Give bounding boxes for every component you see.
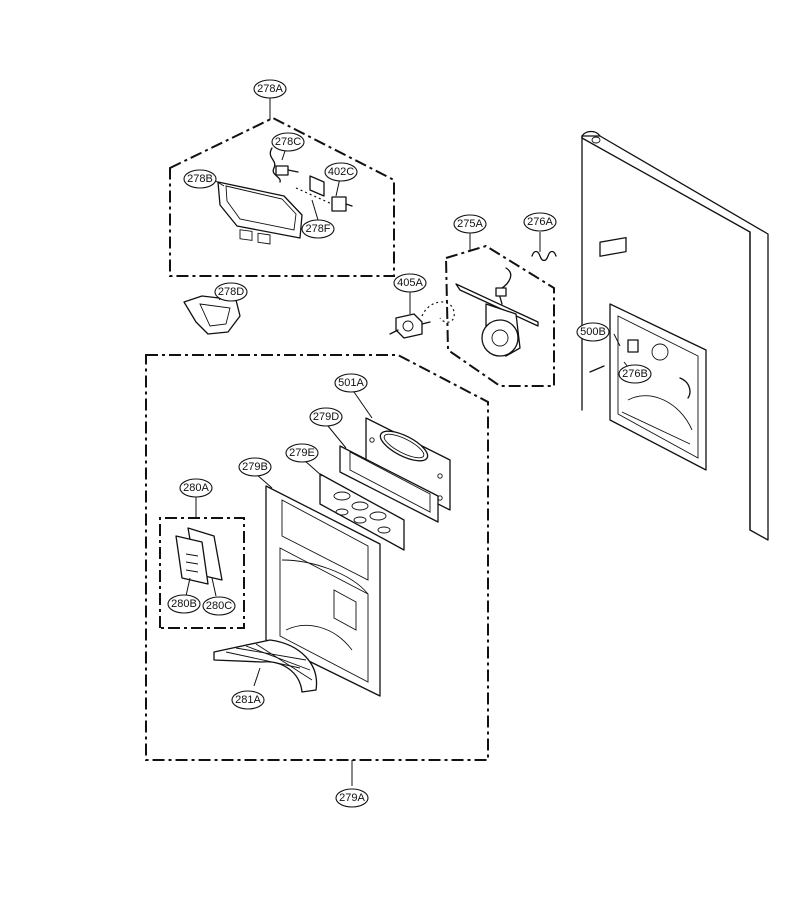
svg-text:278C: 278C xyxy=(275,136,301,148)
callout-501A: 501A xyxy=(334,373,368,393)
callout-276B: 276B xyxy=(618,364,652,384)
part-278C-switch xyxy=(269,147,299,183)
svg-text:501A: 501A xyxy=(338,377,364,389)
callout-500B: 500B xyxy=(576,322,610,342)
svg-text:279D: 279D xyxy=(313,411,339,423)
callout-279D: 279D xyxy=(309,407,343,427)
callout-279E: 279E xyxy=(285,443,319,463)
group-280A-frame xyxy=(159,496,245,629)
svg-text:278F: 278F xyxy=(305,223,330,235)
svg-text:276A: 276A xyxy=(527,216,553,228)
svg-text:279E: 279E xyxy=(289,447,315,459)
svg-text:279A: 279A xyxy=(339,792,365,804)
part-402C xyxy=(295,175,353,212)
callout-280C: 280C xyxy=(202,596,236,616)
svg-text:280A: 280A xyxy=(183,482,209,494)
svg-text:276B: 276B xyxy=(622,368,648,380)
part-405A-solenoid xyxy=(389,292,455,339)
part-280A-lever xyxy=(175,527,223,597)
callout-405A: 405A xyxy=(393,273,427,293)
part-501A-panel xyxy=(353,391,451,511)
svg-text:280C: 280C xyxy=(206,600,232,612)
part-279E-gasket xyxy=(303,459,405,551)
svg-text:281A: 281A xyxy=(235,694,261,706)
callout-279A: 279A xyxy=(335,788,369,808)
part-278B-housing xyxy=(213,179,303,245)
refrigerator-door xyxy=(581,130,769,541)
svg-text:279B: 279B xyxy=(242,461,268,473)
part-276A-spring xyxy=(531,232,557,262)
svg-text:500B: 500B xyxy=(580,326,606,338)
part-279B-cover xyxy=(255,473,381,697)
callout-278A: 278A xyxy=(253,79,287,99)
svg-text:278D: 278D xyxy=(218,286,244,298)
callout-275A: 275A xyxy=(453,214,487,234)
svg-text:278B: 278B xyxy=(187,173,213,185)
callout-279B: 279B xyxy=(238,457,272,477)
callout-278D: 278D xyxy=(214,282,248,302)
svg-text:405A: 405A xyxy=(397,277,423,289)
callout-276A: 276A xyxy=(523,212,557,232)
part-281A-tray xyxy=(213,639,318,693)
callout-278F: 278F xyxy=(301,219,335,239)
part-278D-bracket xyxy=(183,292,241,335)
leader-278F xyxy=(311,199,319,221)
group-278A-frame xyxy=(169,97,395,277)
callout-402C: 402C xyxy=(324,162,358,182)
part-275A-actuator xyxy=(455,267,539,357)
callout-278B: 278B xyxy=(183,169,217,189)
callout-280B: 280B xyxy=(167,594,201,614)
callout-280A: 280A xyxy=(179,478,213,498)
svg-text:402C: 402C xyxy=(328,166,354,178)
callout-278C: 278C xyxy=(271,132,305,152)
part-279D-frame xyxy=(327,425,439,523)
svg-text:275A: 275A xyxy=(457,218,483,230)
callout-281A: 281A xyxy=(231,690,265,710)
svg-text:280B: 280B xyxy=(171,598,197,610)
group-279A-frame xyxy=(145,354,489,786)
group-275A-frame xyxy=(444,233,555,387)
svg-text:278A: 278A xyxy=(257,83,283,95)
